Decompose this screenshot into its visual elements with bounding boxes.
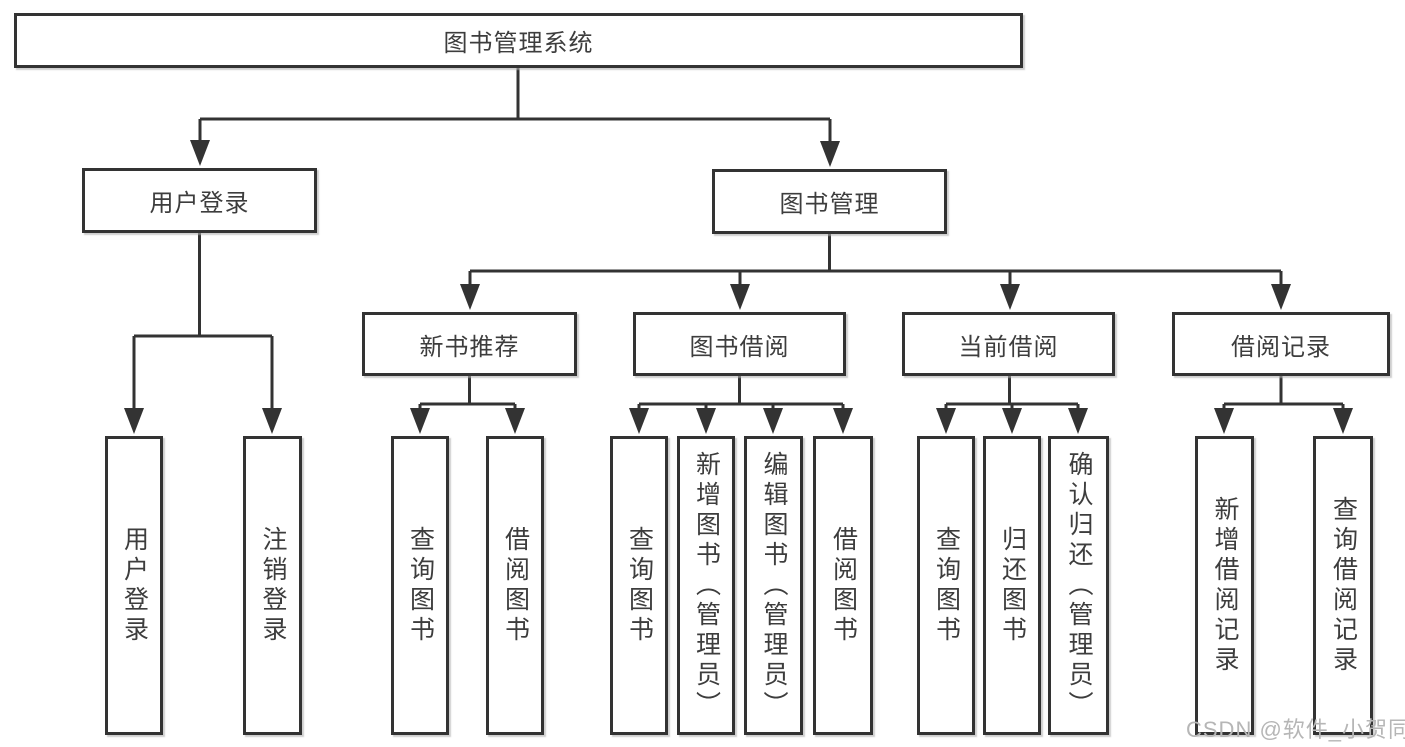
node-borrow-records: 借阅记录 — [1172, 312, 1390, 376]
leaf-borrow-books-1: 借阅图书 — [486, 436, 544, 735]
node-current-borrow-label: 当前借阅 — [958, 333, 1059, 361]
node-root-label: 图书管理系统 — [443, 30, 594, 57]
leaf-add-borrow-record-label: 新增借阅记录 — [1211, 495, 1239, 676]
leaf-add-books-admin: 新增图书（管理员） — [677, 436, 735, 735]
leaf-edit-books-admin: 编辑图书（管理员） — [744, 436, 803, 735]
csdn-watermark: CSDN @软件_小贺同学 — [1186, 717, 1405, 742]
leaf-borrow-books-1-label: 借阅图书 — [501, 525, 530, 646]
leaf-borrow-books-2: 借阅图书 — [813, 436, 873, 735]
leaf-user-login-label: 用户登录 — [120, 525, 149, 646]
node-book-management: 图书管理 — [712, 169, 947, 234]
node-book-borrow: 图书借阅 — [633, 312, 846, 376]
leaf-user-login: 用户登录 — [105, 436, 163, 735]
arrowheads — [124, 140, 1353, 434]
node-book-management-label: 图书管理 — [779, 191, 880, 218]
node-new-book-recommend-label: 新书推荐 — [419, 333, 520, 361]
leaf-confirm-return-admin-label: 确认归还（管理员） — [1065, 450, 1093, 721]
leaf-query-books-2: 查询图书 — [610, 436, 668, 735]
node-new-book-recommend: 新书推荐 — [362, 312, 577, 376]
leaf-confirm-return-admin: 确认归还（管理员） — [1048, 436, 1109, 735]
leaf-return-books: 归还图书 — [983, 436, 1041, 735]
leaf-add-books-admin-label: 新增图书（管理员） — [692, 450, 721, 721]
node-book-borrow-label: 图书借阅 — [689, 333, 790, 361]
leaf-return-books-label: 归还图书 — [998, 525, 1027, 646]
node-borrow-records-label: 借阅记录 — [1231, 333, 1331, 361]
leaf-query-books-3: 查询图书 — [917, 436, 975, 735]
node-user-login-label: 用户登录 — [149, 190, 250, 217]
leaf-query-borrow-record-label: 查询借阅记录 — [1329, 495, 1358, 676]
leaf-query-books-2-label: 查询图书 — [625, 525, 654, 646]
node-root-library-system: 图书管理系统 — [14, 13, 1023, 68]
leaf-logout-label: 注销登录 — [259, 525, 287, 646]
leaf-query-books-1-label: 查询图书 — [406, 525, 435, 646]
leaf-logout: 注销登录 — [243, 436, 302, 735]
leaf-edit-books-admin-label: 编辑图书（管理员） — [760, 450, 788, 721]
leaf-borrow-books-2-label: 借阅图书 — [829, 525, 858, 646]
node-user-login: 用户登录 — [82, 168, 317, 233]
leaf-query-books-3-label: 查询图书 — [932, 525, 961, 646]
leaf-add-borrow-record: 新增借阅记录 — [1195, 436, 1254, 735]
leaf-query-borrow-record: 查询借阅记录 — [1313, 436, 1373, 735]
leaf-query-books-1: 查询图书 — [391, 436, 449, 735]
node-current-borrow: 当前借阅 — [902, 312, 1115, 376]
